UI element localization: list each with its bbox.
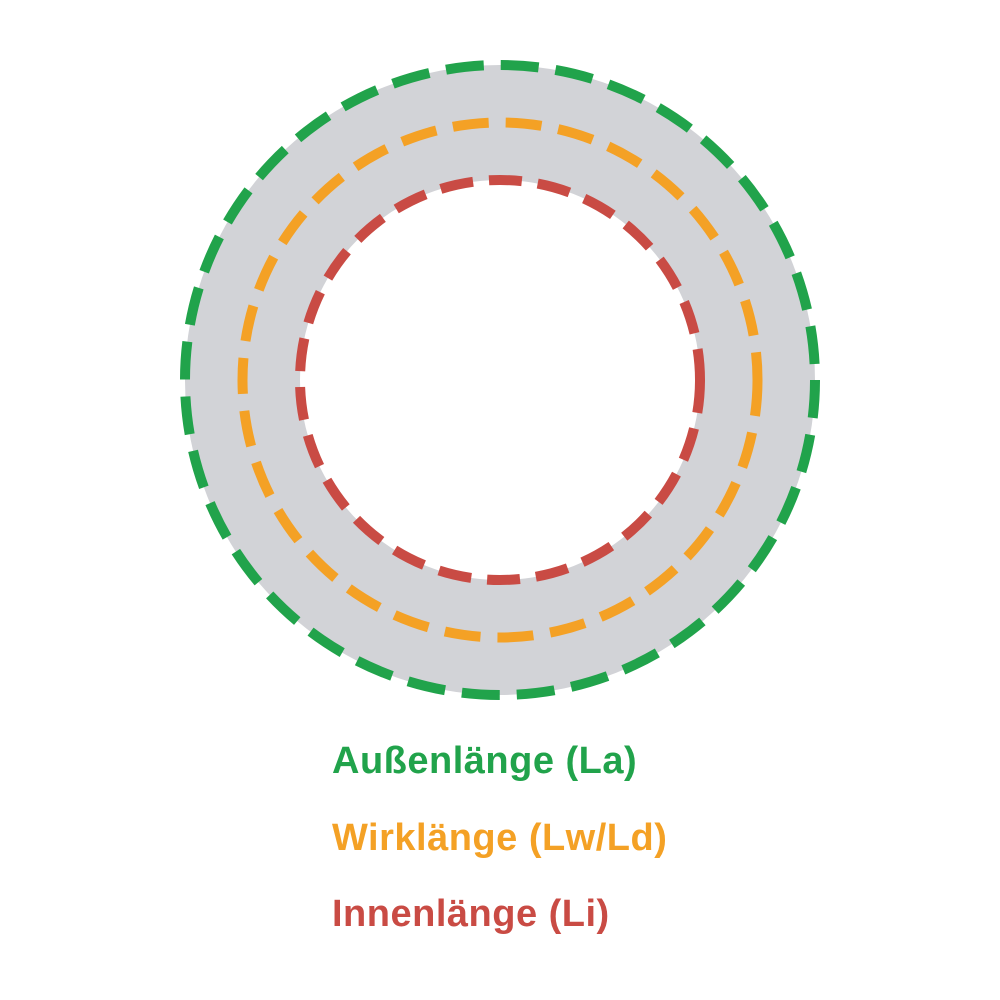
- outer-length-label: Außenlänge (La): [332, 740, 637, 782]
- outer-length-circle: [180, 60, 820, 700]
- effective-length-label: Wirklänge (Lw/Ld): [332, 817, 667, 859]
- inner-length-label: Innenlänge (Li): [332, 893, 610, 935]
- inner-length-circle: [295, 175, 705, 585]
- effective-length-circle: [237, 117, 763, 643]
